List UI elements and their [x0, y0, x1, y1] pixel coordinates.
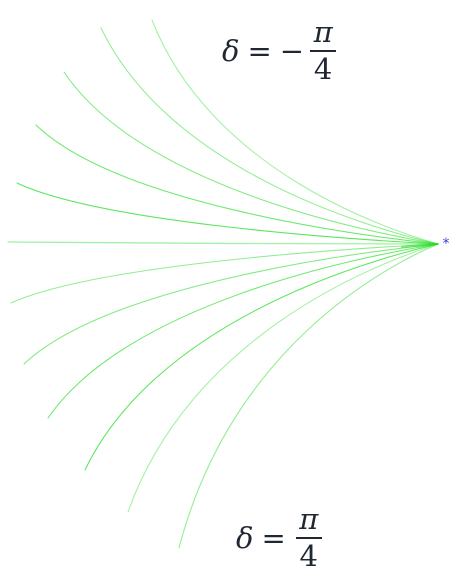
ray-curve — [63, 71, 439, 245]
ray-curve — [35, 124, 439, 245]
fraction-denominator: 4 — [313, 52, 333, 86]
curve-group — [7, 19, 439, 549]
fraction-pi-over-4: π 4 — [295, 502, 322, 573]
ray-curve — [84, 243, 439, 471]
fraction-numerator: π — [313, 15, 333, 49]
equals-sign: = — [247, 33, 272, 68]
focus-tip — [401, 243, 439, 248]
ray-curve — [100, 27, 439, 245]
delta-symbol: δ — [222, 33, 240, 68]
ray-curve — [7, 241, 439, 245]
ray-curve — [127, 243, 439, 513]
ray-curve — [10, 243, 439, 304]
fraction-bar — [310, 50, 337, 52]
equals-sign: = — [261, 520, 286, 555]
label-delta-minus-pi-over-4: δ = − π 4 — [222, 15, 337, 86]
ray-curve — [23, 243, 439, 365]
ray-curve — [47, 243, 439, 419]
ray-curve — [151, 19, 439, 245]
fraction-numerator: π — [299, 502, 319, 536]
fraction-denominator: 4 — [299, 539, 318, 573]
fraction-pi-over-4: π 4 — [310, 15, 337, 86]
ray-curve — [16, 182, 439, 245]
label-delta-pi-over-4: δ = π 4 — [236, 505, 322, 571]
focus-marker: * — [443, 236, 450, 252]
ray-curve — [178, 243, 439, 549]
minus-sign: − — [279, 33, 305, 68]
delta-symbol: δ — [236, 520, 254, 555]
fraction-bar — [295, 537, 322, 539]
